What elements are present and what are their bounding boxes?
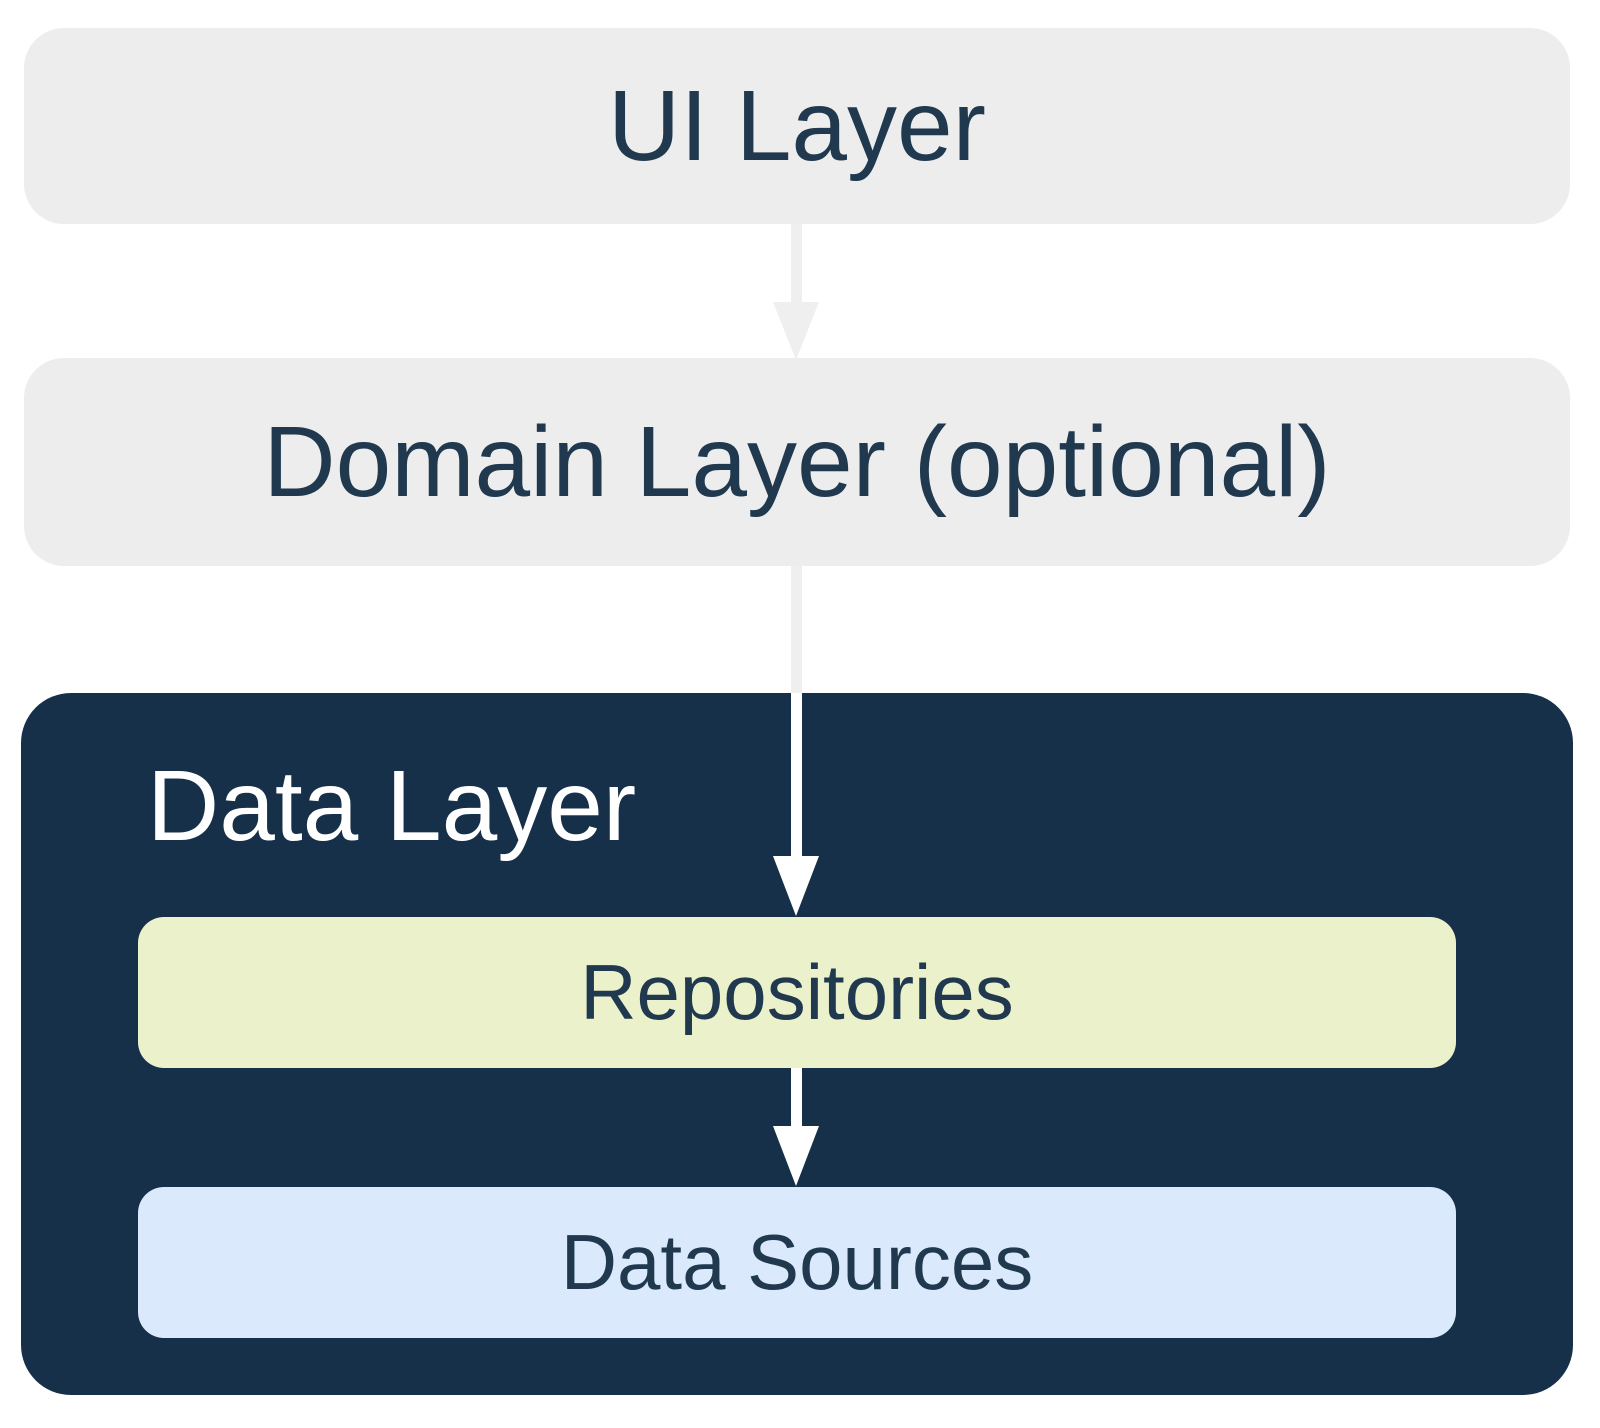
arrow-ui-to-domain-head xyxy=(773,302,819,360)
domain-layer-node: Domain Layer (optional) xyxy=(24,358,1570,566)
data-sources-label: Data Sources xyxy=(560,1218,1034,1306)
repositories-node: Repositories xyxy=(138,917,1456,1068)
arrow-repositories-to-datasources-head xyxy=(773,1126,819,1186)
arrow-domain-to-repositories-stem-gray xyxy=(791,566,802,693)
ui-layer-node: UI Layer xyxy=(24,28,1570,224)
arrow-domain-to-repositories-stem-white xyxy=(791,693,802,858)
data-sources-node: Data Sources xyxy=(138,1187,1456,1338)
arrow-repositories-to-datasources-stem xyxy=(791,1068,802,1128)
repositories-label: Repositories xyxy=(580,948,1014,1036)
domain-layer-label: Domain Layer (optional) xyxy=(263,405,1331,518)
data-layer-label: Data Layer xyxy=(147,750,637,862)
ui-layer-label: UI Layer xyxy=(608,69,986,182)
arrow-domain-to-repositories-head xyxy=(773,856,819,916)
arrow-ui-to-domain-stem xyxy=(791,224,802,304)
